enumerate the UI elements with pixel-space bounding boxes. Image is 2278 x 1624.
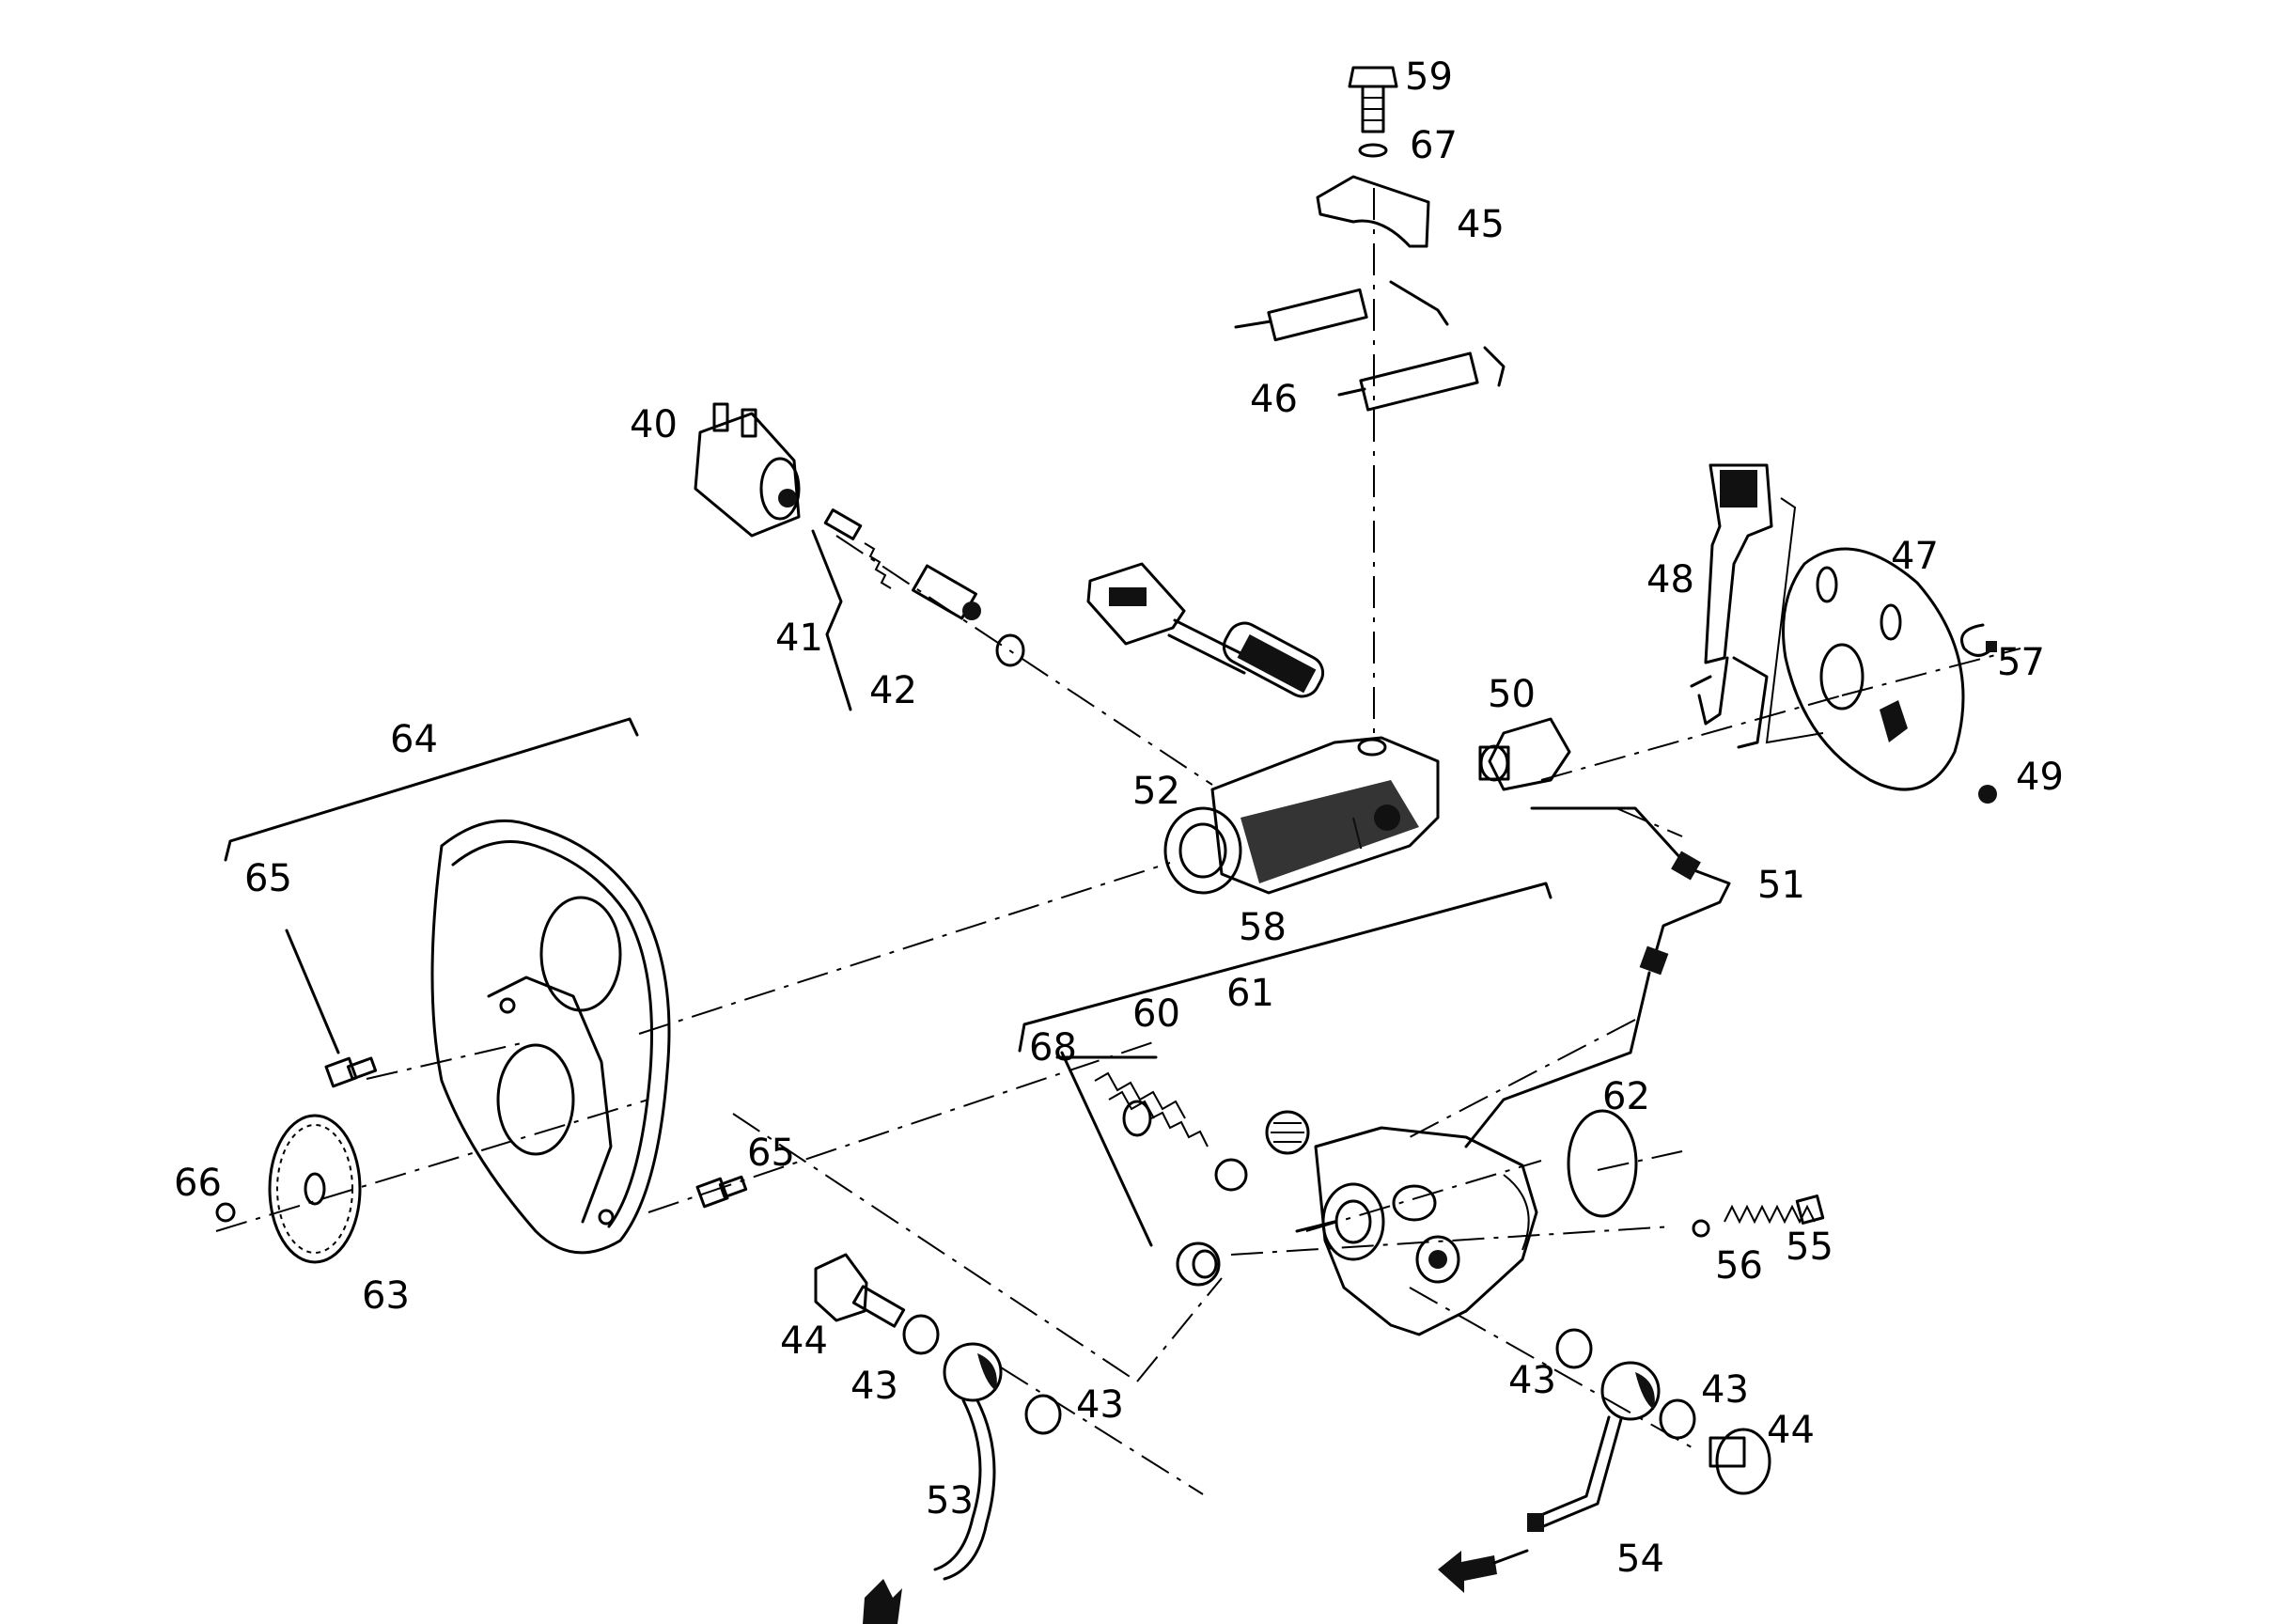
part-48-sensor bbox=[1690, 463, 1824, 749]
part-44-banjo-bolt-left bbox=[814, 1253, 906, 1328]
callout-56: 56 bbox=[1715, 1244, 1763, 1288]
part-53-pipe bbox=[933, 1342, 1003, 1581]
callout-61: 61 bbox=[1226, 972, 1274, 1015]
callout-43-c: 43 bbox=[1508, 1359, 1556, 1402]
callout-49: 49 bbox=[2016, 756, 2064, 799]
callout-42: 42 bbox=[869, 669, 917, 712]
callout-65-upper: 65 bbox=[244, 857, 292, 900]
flow-out-arrow bbox=[1438, 1551, 1497, 1593]
part-55-bolt bbox=[1724, 1195, 1825, 1225]
part-57-clip bbox=[1960, 623, 1994, 657]
part-63-gear bbox=[268, 1114, 362, 1264]
callout-46: 46 bbox=[1250, 378, 1298, 421]
callout-labels: 59 67 45 46 40 41 42 48 47 57 50 49 52 6… bbox=[174, 55, 2064, 1581]
part-60-spring-set bbox=[1055, 1055, 1248, 1192]
part-62-oring bbox=[1567, 1109, 1638, 1218]
group-64-bracket bbox=[224, 717, 639, 862]
callout-43-d: 43 bbox=[1701, 1368, 1749, 1412]
callout-63: 63 bbox=[362, 1274, 410, 1318]
callout-68: 68 bbox=[1029, 1026, 1077, 1070]
part-50-fitting bbox=[1478, 717, 1571, 791]
callout-40: 40 bbox=[630, 403, 678, 446]
group-58-bracket bbox=[1018, 882, 1552, 1053]
callout-52: 52 bbox=[1132, 770, 1180, 813]
assembly-axis-lines bbox=[215, 188, 2021, 1495]
flow-out-line bbox=[1492, 1549, 1529, 1565]
part-65-screw-upper bbox=[285, 929, 378, 1088]
part-43-washer-3 bbox=[1555, 1328, 1593, 1369]
callout-53: 53 bbox=[926, 1479, 974, 1522]
part-40-solenoid bbox=[694, 402, 801, 538]
callout-43-a: 43 bbox=[850, 1365, 898, 1408]
pump-body bbox=[1295, 1126, 1538, 1336]
part-44-plug-right bbox=[1708, 1428, 1771, 1495]
callout-41: 41 bbox=[775, 617, 823, 660]
part-43-washer-1 bbox=[902, 1314, 940, 1355]
part-59-bolt bbox=[1348, 66, 1398, 133]
callout-60: 60 bbox=[1132, 992, 1180, 1036]
part-52-valve-body bbox=[1163, 736, 1440, 895]
callout-58: 58 bbox=[1239, 906, 1287, 949]
callout-65-lower: 65 bbox=[747, 1132, 795, 1175]
part-67-washer bbox=[1358, 143, 1388, 158]
callout-48: 48 bbox=[1646, 558, 1694, 601]
part-68-seal bbox=[1060, 1051, 1221, 1287]
part-43-washer-4 bbox=[1659, 1398, 1696, 1440]
callout-64: 64 bbox=[390, 718, 438, 761]
part-43-washer-2 bbox=[1024, 1394, 1062, 1435]
callout-59: 59 bbox=[1405, 55, 1453, 99]
part-45-clamp bbox=[1316, 175, 1430, 248]
callout-57: 57 bbox=[1997, 641, 2045, 684]
electrical-connector bbox=[1086, 562, 1325, 698]
callout-67: 67 bbox=[1410, 124, 1458, 167]
part-46-pins bbox=[1234, 280, 1506, 412]
part-61-ball bbox=[1265, 1110, 1310, 1155]
callout-44-left: 44 bbox=[780, 1320, 828, 1363]
part-47-disc-plate bbox=[1782, 547, 1965, 791]
part-41-plunger-set bbox=[811, 508, 981, 711]
part-42-oring bbox=[995, 633, 1025, 667]
part-54-pipe bbox=[1527, 1361, 1661, 1532]
part-49-screw bbox=[1978, 785, 1997, 804]
callout-55: 55 bbox=[1786, 1226, 1833, 1269]
part-51-pipe bbox=[1464, 806, 1731, 1148]
part-57-clip-tab bbox=[1986, 641, 1997, 652]
callout-50: 50 bbox=[1488, 673, 1536, 716]
part-56-washer bbox=[1692, 1219, 1710, 1238]
callout-66: 66 bbox=[174, 1162, 222, 1205]
callout-51: 51 bbox=[1757, 864, 1805, 907]
part-66-washer bbox=[215, 1202, 236, 1223]
callout-45: 45 bbox=[1457, 203, 1505, 246]
part-64-plate-assembly bbox=[430, 819, 671, 1255]
flow-in-arrow bbox=[863, 1579, 902, 1624]
callout-47: 47 bbox=[1891, 535, 1939, 578]
callout-54: 54 bbox=[1616, 1538, 1664, 1581]
callout-43-b: 43 bbox=[1076, 1383, 1124, 1427]
part-65-screw-lower bbox=[695, 1175, 748, 1209]
callout-62: 62 bbox=[1602, 1075, 1650, 1118]
callout-44-right: 44 bbox=[1767, 1409, 1815, 1452]
